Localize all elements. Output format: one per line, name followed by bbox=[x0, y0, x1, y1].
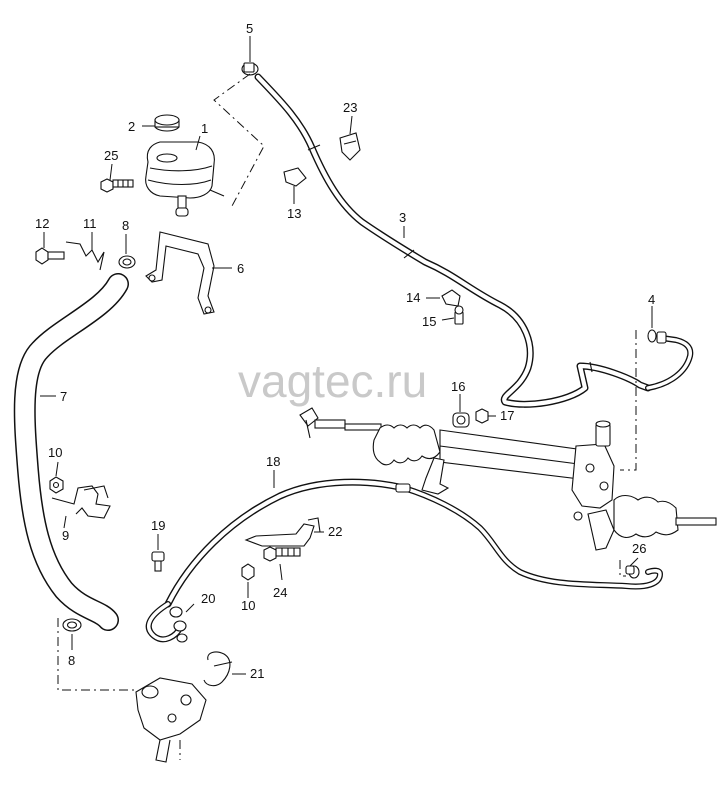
hose-clip-5[interactable] bbox=[241, 62, 259, 76]
assembly-lines bbox=[57, 73, 637, 760]
label-3: 3 bbox=[399, 210, 406, 225]
power-steering-pump[interactable] bbox=[135, 677, 207, 763]
leader-lines bbox=[40, 36, 653, 675]
hose-bracket-9[interactable] bbox=[51, 485, 111, 519]
label-16: 16 bbox=[451, 379, 465, 394]
label-14: 14 bbox=[406, 290, 420, 305]
reservoir-bracket-6[interactable] bbox=[145, 231, 215, 315]
reservoir-cap-2[interactable] bbox=[154, 114, 180, 163]
clip-26[interactable] bbox=[625, 565, 635, 575]
bolt-12[interactable] bbox=[35, 247, 65, 265]
pipe-end-4[interactable] bbox=[645, 329, 694, 391]
pressure-hose-18[interactable] bbox=[145, 478, 663, 643]
steering-rack[interactable] bbox=[299, 407, 717, 551]
label-19: 19 bbox=[151, 518, 165, 533]
label-18: 18 bbox=[266, 454, 280, 469]
label-26: 26 bbox=[632, 541, 646, 556]
label-1: 1 bbox=[201, 121, 208, 136]
watermark: vagtec.ru bbox=[238, 355, 427, 407]
label-8-top: 8 bbox=[122, 218, 129, 233]
label-13: 13 bbox=[287, 206, 301, 221]
label-15: 15 bbox=[422, 314, 436, 329]
hose-clip-8-top[interactable] bbox=[118, 255, 136, 269]
label-11: 11 bbox=[83, 216, 97, 231]
label-12: 12 bbox=[35, 216, 49, 231]
label-9: 9 bbox=[62, 528, 69, 543]
fluid-reservoir-1[interactable] bbox=[145, 141, 225, 217]
bolt-15[interactable] bbox=[454, 305, 464, 325]
label-7: 7 bbox=[60, 389, 67, 404]
label-21: 21 bbox=[250, 666, 264, 681]
pipe-bracket-14[interactable] bbox=[441, 289, 461, 307]
label-25: 25 bbox=[104, 148, 118, 163]
nut-17[interactable] bbox=[475, 408, 489, 424]
label-2: 2 bbox=[128, 119, 135, 134]
pipe-bracket-13[interactable] bbox=[283, 167, 307, 187]
label-8-bottom: 8 bbox=[68, 653, 75, 668]
spring-clamp-11[interactable] bbox=[65, 241, 105, 271]
label-24: 24 bbox=[273, 585, 287, 600]
label-22: 22 bbox=[328, 524, 342, 539]
label-5: 5 bbox=[246, 21, 253, 36]
label-20: 20 bbox=[201, 591, 215, 606]
nut-10-mid[interactable] bbox=[241, 563, 255, 581]
pipe-clamp-23[interactable] bbox=[339, 132, 361, 161]
pressure-line-3[interactable] bbox=[254, 73, 652, 408]
label-23: 23 bbox=[343, 100, 357, 115]
bushing-16[interactable] bbox=[452, 412, 470, 428]
label-4: 4 bbox=[648, 292, 655, 307]
hose-clip-8-bottom[interactable] bbox=[62, 618, 82, 632]
nut-10-left[interactable] bbox=[49, 476, 64, 494]
seal-ring-20[interactable] bbox=[169, 606, 188, 643]
label-17: 17 bbox=[500, 408, 514, 423]
stud-bolt-24[interactable] bbox=[263, 546, 301, 562]
label-6: 6 bbox=[237, 261, 244, 276]
spring-clip-21[interactable] bbox=[203, 651, 233, 687]
return-hose-7[interactable] bbox=[13, 273, 129, 631]
label-10-mid: 10 bbox=[241, 598, 255, 613]
part-labels: 1 2 3 4 5 6 7 8 8 9 10 10 11 12 13 14 15… bbox=[35, 21, 655, 681]
bolt-25[interactable] bbox=[100, 178, 134, 193]
hose-bracket-22[interactable] bbox=[244, 517, 321, 547]
label-10-left: 10 bbox=[48, 445, 62, 460]
banjo-bolt-19[interactable] bbox=[151, 551, 165, 572]
